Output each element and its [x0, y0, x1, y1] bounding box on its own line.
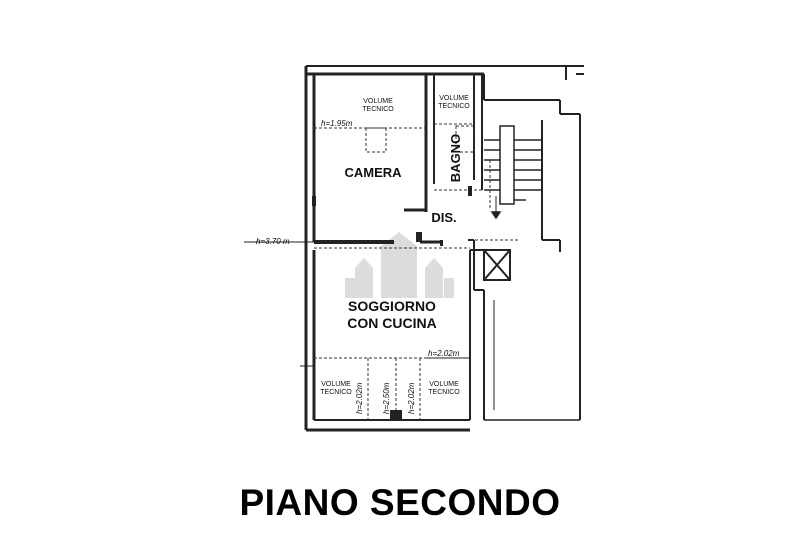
- height-label-vol-1: h=2.02m: [355, 382, 364, 414]
- room-label-dis: DIS.: [431, 210, 456, 225]
- volume-label-top-left-2: TECNICO: [362, 106, 394, 113]
- height-ticks: [244, 241, 470, 367]
- door-marks: [312, 186, 472, 420]
- room-label-bagno: BAGNO: [448, 134, 463, 182]
- plan-title: PIANO SECONDO: [239, 482, 561, 523]
- volume-label-bottom-left-2: TECNICO: [320, 389, 352, 396]
- room-label-soggiorno: SOGGIORNO: [348, 298, 436, 314]
- height-label-side: h=3.70 m: [256, 237, 290, 246]
- height-label-camera: h=1.95m: [321, 119, 353, 128]
- staircase: [484, 125, 542, 220]
- volume-label-top-left-1: VOLUME: [363, 98, 393, 105]
- room-label-camera: CAMERA: [344, 165, 402, 180]
- walls: [304, 65, 584, 432]
- volume-label-bottom-right-2: TECNICO: [428, 389, 460, 396]
- height-label-vol-2: h=2.50m: [382, 382, 391, 414]
- volume-label-bottom-left-1: VOLUME: [321, 381, 351, 388]
- volume-label-top-right-2: TECNICO: [438, 103, 470, 110]
- shaft-box: [483, 249, 511, 281]
- volume-label-top-right-1: VOLUME: [439, 95, 469, 102]
- volume-label-bottom-right-1: VOLUME: [429, 381, 459, 388]
- height-label-vol-3: h=2.02m: [407, 382, 416, 414]
- room-label-con-cucina: CON CUCINA: [347, 315, 436, 331]
- height-label-soggiorno: h=2.02m: [428, 349, 460, 358]
